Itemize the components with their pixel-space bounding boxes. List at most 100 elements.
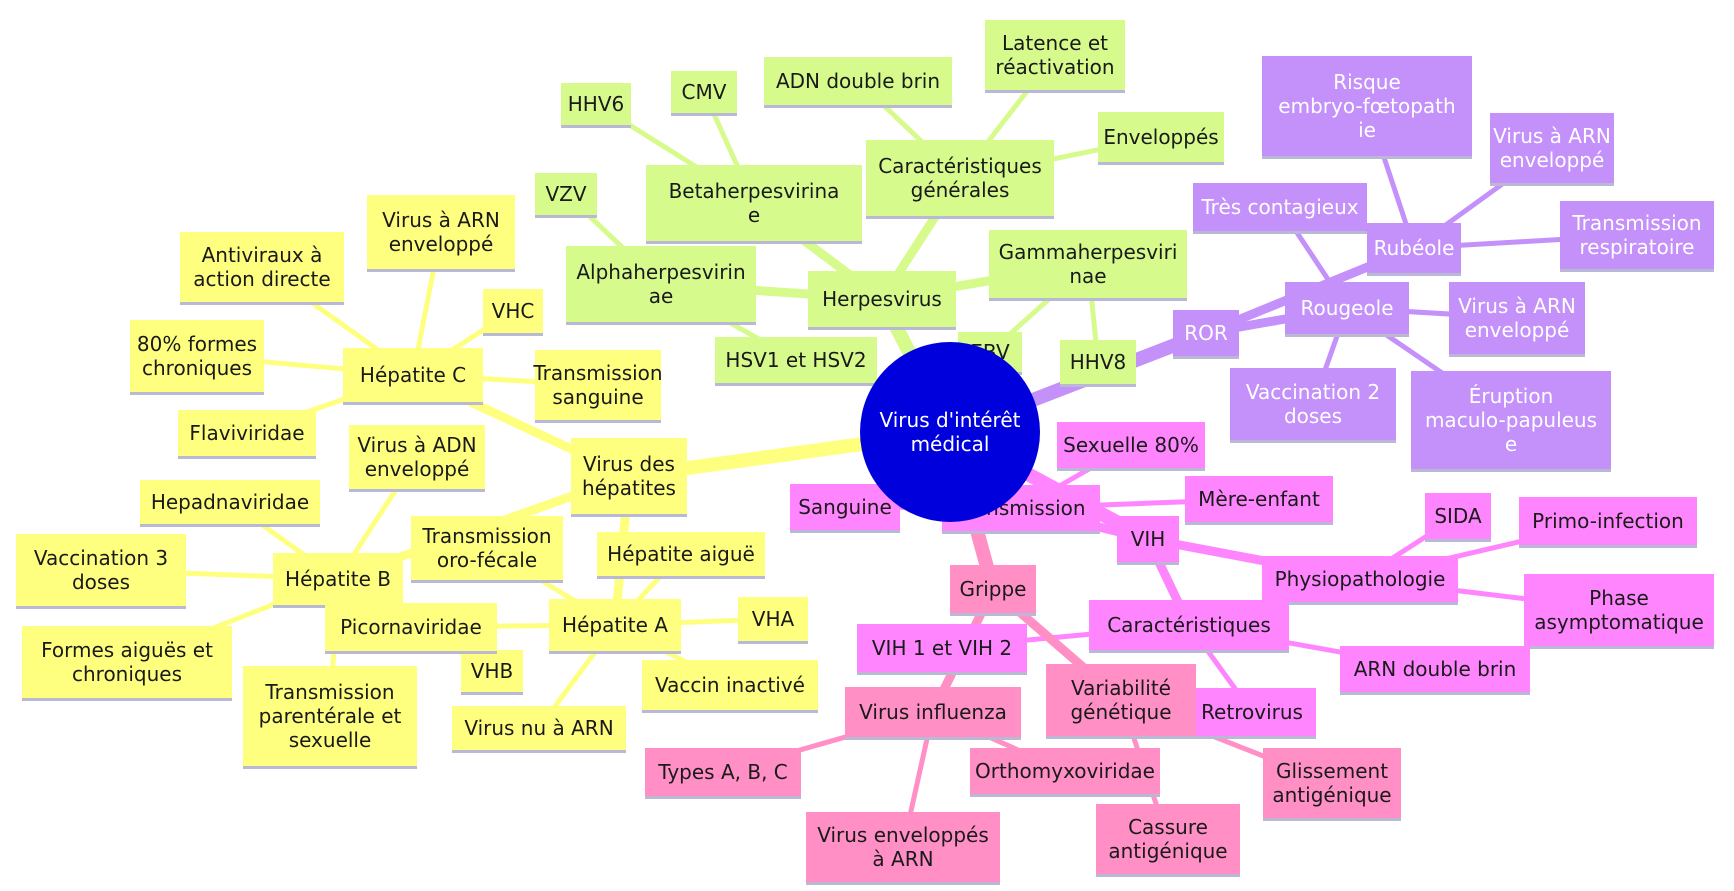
- node-ror[interactable]: ROR: [1173, 310, 1239, 359]
- node-label-line: Formes aiguës et: [41, 638, 213, 662]
- node-label-line: VHC: [492, 299, 535, 323]
- node-caract[interactable]: Caractéristiques: [1089, 600, 1289, 653]
- root-circle: [860, 342, 1040, 522]
- node-hepb[interactable]: Hépatite B: [273, 553, 403, 608]
- node-box: [325, 603, 497, 651]
- node-cmv[interactable]: CMV: [671, 71, 737, 116]
- node-label-line: Hépatite C: [360, 363, 466, 387]
- node-ortho[interactable]: Orthomyxoviridae: [970, 748, 1160, 797]
- node-box: [1524, 574, 1714, 646]
- node-adndb[interactable]: ADN double brin: [764, 57, 952, 108]
- node-types[interactable]: Types A, B, C: [645, 748, 801, 799]
- node-label-line: ADN double brin: [776, 69, 940, 93]
- node-primo[interactable]: Primo-infection: [1519, 497, 1697, 548]
- node-label-line: Gammaherpesviri: [999, 240, 1178, 264]
- node-vhb[interactable]: VHB: [461, 650, 523, 695]
- node-box: [1411, 371, 1611, 469]
- node-vaccin[interactable]: Vaccin inactivé: [642, 660, 818, 713]
- node-rubeole[interactable]: Rubéole: [1367, 223, 1461, 276]
- node-box: [1425, 493, 1491, 539]
- node-hsv[interactable]: HSV1 et HSV2: [715, 337, 877, 386]
- node-label-line: respiratoire: [1580, 235, 1695, 259]
- node-vzv[interactable]: VZV: [535, 173, 597, 218]
- node-label-line: SIDA: [1434, 504, 1482, 528]
- node-sang[interactable]: Sanguine: [790, 484, 900, 533]
- node-picorna[interactable]: Picornaviridae: [325, 603, 497, 654]
- node-label-line: Éruption: [1469, 384, 1554, 408]
- node-physio[interactable]: Physiopathologie: [1262, 556, 1458, 605]
- node-label-line: hépatites: [582, 476, 676, 500]
- node-box: [343, 348, 483, 402]
- node-label-line: Risque: [1333, 70, 1401, 94]
- node-influ[interactable]: Virus influenza: [845, 687, 1021, 740]
- node-label-line: antigénique: [1108, 839, 1227, 863]
- node-vih[interactable]: VIH: [1117, 516, 1179, 565]
- node-label-line: action directe: [193, 267, 330, 291]
- node-hhv8[interactable]: HHV8: [1060, 340, 1136, 387]
- node-box: [764, 57, 952, 105]
- node-contag[interactable]: Très contagieux: [1193, 183, 1367, 234]
- node-retro[interactable]: Retrovirus: [1188, 688, 1316, 739]
- node-mere[interactable]: Mère-enfant: [1185, 476, 1333, 525]
- node-label-line: HHV8: [1070, 350, 1126, 374]
- node-rougeole[interactable]: Rougeole: [1285, 282, 1409, 337]
- node-box: [411, 516, 563, 580]
- node-herpes[interactable]: Herpesvirus: [808, 271, 956, 330]
- node-grippe[interactable]: Grippe: [950, 565, 1036, 616]
- node-label-line: ie: [1358, 118, 1376, 142]
- node-nuarn[interactable]: Virus nu à ARN: [452, 706, 626, 753]
- node-hepaig[interactable]: Hépatite aiguë: [597, 532, 765, 579]
- node-label-line: Sexuelle 80%: [1063, 433, 1199, 457]
- node-label-line: nae: [1069, 264, 1106, 288]
- node-label-line: enveloppé: [389, 232, 494, 256]
- node-envel[interactable]: Enveloppés: [1098, 112, 1224, 165]
- node-box: [483, 289, 543, 333]
- node-label-line: Vaccin inactivé: [655, 673, 805, 697]
- node-label-line: Très contagieux: [1200, 195, 1358, 219]
- node-arndb[interactable]: ARN double brin: [1340, 646, 1530, 695]
- node-vih12[interactable]: VIH 1 et VIH 2: [857, 624, 1027, 675]
- node-label-line: Hépatite A: [562, 613, 668, 637]
- node-label-line: Virus des: [583, 452, 675, 476]
- node-vhc[interactable]: VHC: [483, 289, 543, 336]
- node-flavi[interactable]: Flaviviridae: [178, 410, 316, 459]
- node-vha[interactable]: VHA: [738, 597, 808, 644]
- node-sex80[interactable]: Sexuelle 80%: [1057, 422, 1205, 471]
- node-hhv6[interactable]: HHV6: [561, 83, 631, 128]
- node-box: [1173, 310, 1239, 356]
- node-hepadna[interactable]: Hepadnaviridae: [140, 480, 320, 527]
- node-sida[interactable]: SIDA: [1425, 493, 1491, 542]
- node-hepa[interactable]: Hépatite A: [549, 599, 681, 654]
- node-hepc[interactable]: Hépatite C: [343, 348, 483, 405]
- node-label-line: Virus à ARN: [382, 208, 500, 232]
- node-box: [1519, 497, 1697, 545]
- node-label-line: Sanguine: [798, 495, 892, 519]
